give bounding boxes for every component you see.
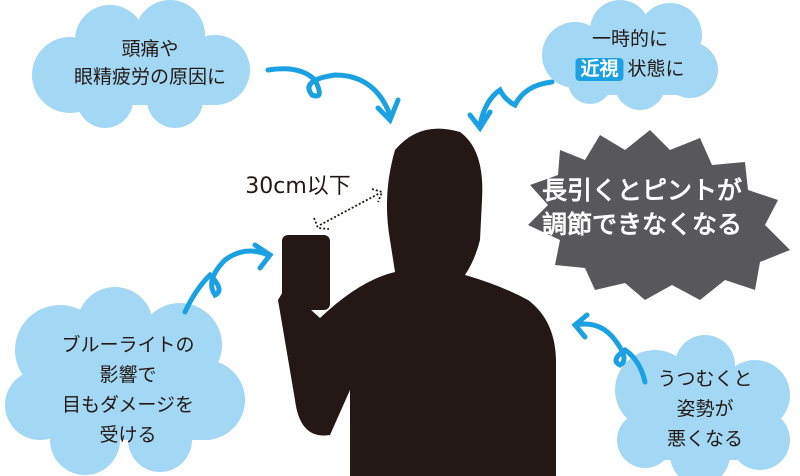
- burst-shape: [528, 130, 790, 300]
- smartphone: [282, 235, 330, 310]
- arrow-myopia: [467, 79, 555, 133]
- cloud-headache: [32, 0, 250, 128]
- dotted-distance-arrow: [313, 188, 384, 230]
- arrow-headache: [265, 66, 401, 125]
- arrow-bluelight: [182, 242, 274, 315]
- myopia-badge: 近視: [575, 58, 624, 81]
- posture-line-3: 悪くなる: [666, 428, 744, 450]
- person-silhouette: [278, 128, 556, 476]
- bluelight-line-2: 影響で: [99, 364, 157, 386]
- posture-line-2: 姿勢が: [676, 398, 734, 420]
- arrow-posture: [571, 312, 648, 385]
- posture-line-1: うつむくと: [657, 368, 753, 390]
- cloud-myopia: [542, 0, 718, 110]
- arrows: [182, 66, 648, 385]
- bluelight-line-1: ブルーライトの: [61, 334, 195, 356]
- headache-line-1: 頭痛や: [121, 38, 179, 60]
- cloud-bluelight: [5, 287, 245, 475]
- myopia-line-2: 近視状態に: [575, 58, 685, 81]
- focus-line-2: 調節できなくなる: [541, 210, 743, 239]
- bluelight-line-4: 受ける: [99, 424, 157, 446]
- cloud-posture: [615, 335, 790, 476]
- focus-line-1: 長引くとピントが: [541, 176, 743, 205]
- myopia-line-1: 一時的に: [591, 28, 669, 50]
- distance-label: 30cm以下: [245, 174, 351, 199]
- headache-line-2: 眼精疲労の原因に: [73, 66, 227, 88]
- bluelight-line-3: 目もダメージを: [61, 394, 195, 416]
- myopia-line-2-rest: 状態に: [627, 58, 685, 80]
